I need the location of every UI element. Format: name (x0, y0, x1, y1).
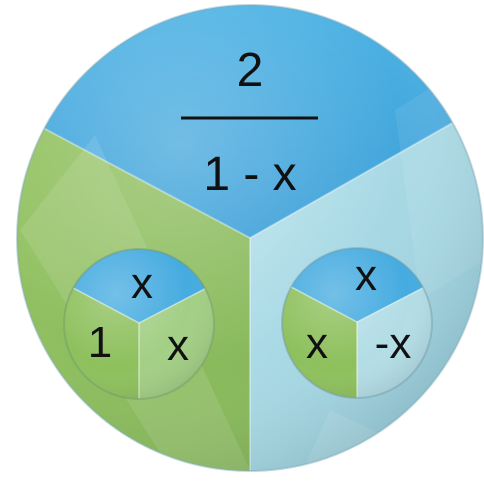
fraction-numerator: 2 (237, 44, 264, 97)
right-disc-top-label: x (355, 251, 377, 300)
left-disc-top-label: x (131, 259, 153, 308)
right-disc-right-label: -x (375, 319, 412, 368)
fraction-denominator: 1 - x (203, 148, 296, 201)
right-disc-left-label: x (306, 319, 328, 368)
right-disc: x x -x (281, 247, 433, 399)
big-disc-outline (16, 4, 484, 472)
left-disc-left-label: 1 (88, 318, 112, 367)
left-disc: x 1 x (63, 248, 215, 400)
left-disc-right-label: x (167, 321, 189, 370)
